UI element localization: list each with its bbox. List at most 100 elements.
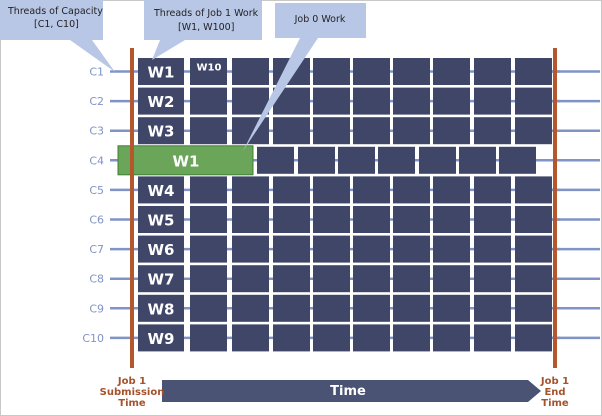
capacity-label-c7: C7 bbox=[89, 243, 104, 256]
work-block bbox=[313, 294, 350, 322]
work-label-w8: W8 bbox=[148, 300, 175, 318]
work-block bbox=[433, 58, 470, 85]
work-block bbox=[190, 294, 227, 322]
work-block bbox=[499, 146, 536, 174]
submission-time-label: Submission bbox=[100, 387, 165, 398]
work-block bbox=[353, 324, 390, 352]
work-block bbox=[353, 206, 390, 233]
work-block bbox=[190, 117, 227, 145]
work-label-w4: W4 bbox=[148, 182, 175, 200]
time-arrow bbox=[162, 380, 541, 402]
work-block bbox=[433, 87, 470, 115]
work-block bbox=[515, 294, 552, 322]
work-block bbox=[273, 265, 310, 293]
work-block bbox=[257, 146, 294, 174]
work-block bbox=[474, 206, 511, 233]
work-block bbox=[232, 294, 269, 322]
work-label-w7: W7 bbox=[148, 271, 175, 289]
work-block bbox=[459, 146, 496, 174]
work-block bbox=[393, 235, 430, 263]
work-block bbox=[232, 235, 269, 263]
capacity-callout-box bbox=[0, 0, 115, 72]
submission-time-label: Job 1 bbox=[117, 376, 146, 387]
work-block bbox=[313, 206, 350, 233]
first-work-block bbox=[138, 265, 184, 293]
work-block bbox=[232, 117, 269, 145]
capacity-label-c5: C5 bbox=[89, 184, 104, 197]
work-block bbox=[313, 324, 350, 352]
work-block bbox=[232, 176, 269, 204]
first-work-block bbox=[138, 176, 184, 204]
first-work-block bbox=[138, 206, 184, 233]
work-block bbox=[474, 324, 511, 352]
capacity-label-c4: C4 bbox=[89, 154, 104, 167]
work-block bbox=[313, 58, 350, 85]
work-block bbox=[433, 235, 470, 263]
work-block bbox=[190, 206, 227, 233]
work-block bbox=[232, 58, 269, 85]
capacity-label-c6: C6 bbox=[89, 214, 104, 227]
job0-block-label: W1 bbox=[173, 152, 200, 170]
capacity-label-c10: C10 bbox=[82, 332, 104, 345]
work-block bbox=[190, 235, 227, 263]
capacity-label-c2: C2 bbox=[89, 95, 104, 108]
work-block bbox=[474, 294, 511, 322]
work-block bbox=[474, 176, 511, 204]
work-label-w2: W2 bbox=[148, 93, 175, 111]
submission-time-label: Time bbox=[118, 398, 146, 409]
job0-block bbox=[117, 145, 254, 176]
work-block bbox=[515, 324, 552, 352]
work-block bbox=[393, 294, 430, 322]
work-block bbox=[273, 324, 310, 352]
work-block bbox=[433, 294, 470, 322]
work-block bbox=[273, 176, 310, 204]
end-time-label: Job 1 bbox=[540, 376, 569, 387]
work-block bbox=[273, 294, 310, 322]
work-block bbox=[298, 146, 335, 174]
work-block bbox=[474, 235, 511, 263]
work-block bbox=[313, 87, 350, 115]
work-label-w5: W5 bbox=[148, 212, 175, 230]
work-block bbox=[353, 176, 390, 204]
work-label-w9: W9 bbox=[148, 330, 175, 348]
work-block bbox=[433, 265, 470, 293]
work-block bbox=[273, 235, 310, 263]
work-block bbox=[515, 206, 552, 233]
first-work-block bbox=[138, 235, 184, 263]
work-block bbox=[474, 117, 511, 145]
end-time-label: End bbox=[544, 387, 565, 398]
work-block bbox=[433, 117, 470, 145]
work-block bbox=[353, 117, 390, 145]
work-block bbox=[474, 87, 511, 115]
work-block bbox=[232, 265, 269, 293]
work-block bbox=[190, 324, 227, 352]
work-block bbox=[190, 176, 227, 204]
capacity-label-c1: C1 bbox=[89, 66, 104, 79]
capacity-callout-line1: Threads of Capacity bbox=[7, 6, 103, 17]
work-block bbox=[433, 324, 470, 352]
work-block bbox=[313, 117, 350, 145]
job0-callout-label: Job 0 Work bbox=[294, 14, 346, 25]
work-block bbox=[313, 176, 350, 204]
work-block bbox=[190, 265, 227, 293]
work-block bbox=[190, 87, 227, 115]
first-work-block bbox=[138, 324, 184, 352]
capacity-label-c9: C9 bbox=[89, 302, 104, 315]
work-block bbox=[353, 87, 390, 115]
work-block bbox=[393, 324, 430, 352]
first-work-block bbox=[138, 294, 184, 322]
work-block bbox=[353, 265, 390, 293]
work-block bbox=[393, 117, 430, 145]
capacity-label-c3: C3 bbox=[89, 125, 104, 138]
work-block bbox=[353, 58, 390, 85]
work-block bbox=[515, 58, 552, 85]
work-block bbox=[433, 206, 470, 233]
work-block bbox=[474, 265, 511, 293]
work-block bbox=[313, 235, 350, 263]
work-block bbox=[338, 146, 375, 174]
work-block bbox=[393, 176, 430, 204]
work-block bbox=[353, 294, 390, 322]
time-label: Time bbox=[330, 384, 366, 399]
work-label-w10: W10 bbox=[197, 63, 222, 74]
work-label-w6: W6 bbox=[148, 241, 175, 259]
